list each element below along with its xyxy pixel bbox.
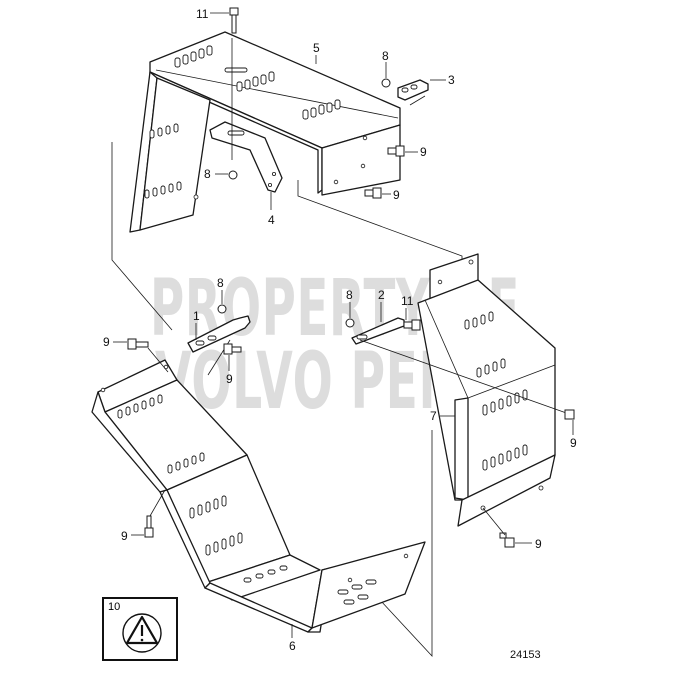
callout-8: 8 — [346, 288, 353, 302]
ventilation-slots — [464, 311, 528, 471]
callout-11: 11 — [196, 7, 209, 21]
bolt-11-right-mid — [403, 319, 421, 331]
bolt-9-right-upper — [387, 145, 405, 157]
callout-9: 9 — [226, 372, 233, 386]
bolt-9-right-lower — [364, 187, 382, 199]
symbol-box-number: 10 — [108, 601, 121, 613]
callout-9: 9 — [535, 537, 542, 551]
callout-9: 9 — [121, 529, 128, 543]
bolt-9-right-side — [564, 409, 575, 420]
warning-triangle-icon — [122, 613, 162, 653]
part-6-lower-cover — [91, 359, 426, 633]
figure-number: 24153 — [510, 649, 541, 661]
part-3-bracket — [397, 79, 429, 101]
nut-8-top-right — [381, 78, 391, 88]
callout-5: 5 — [313, 41, 320, 55]
callout-8: 8 — [217, 276, 224, 290]
warning-symbol-box: 10 — [102, 597, 178, 661]
callout-9: 9 — [420, 145, 427, 159]
callout-8: 8 — [382, 49, 389, 63]
nut-8-mid — [217, 304, 227, 314]
nut-8-left — [228, 170, 238, 180]
callout-4: 4 — [268, 213, 275, 227]
bolt-9-lower-left — [144, 515, 154, 538]
ventilation-slots — [117, 394, 377, 605]
ventilation-slots — [144, 45, 341, 199]
callout-7: 7 — [430, 409, 437, 423]
callout-9: 9 — [393, 188, 400, 202]
callout-2: 2 — [378, 288, 385, 302]
bolt-9-lower-right — [499, 532, 515, 548]
callout-9: 9 — [570, 436, 577, 450]
bolt-11-top — [229, 7, 239, 34]
callout-9: 9 — [103, 335, 110, 349]
part-5-upper-cover — [129, 31, 401, 233]
callout-11: 11 — [401, 294, 414, 308]
leader-lines — [113, 12, 574, 638]
bolt-9-center — [223, 343, 242, 355]
fasteners — [127, 7, 575, 548]
part-7-side-cover — [359, 253, 573, 527]
callout-6: 6 — [289, 639, 296, 653]
part-4-bracket — [209, 38, 283, 193]
callout-1: 1 — [193, 309, 200, 323]
callout-8: 8 — [204, 167, 211, 181]
nut-8-right-mid — [345, 318, 355, 328]
callout-3: 3 — [448, 73, 455, 87]
part-1-bracket — [187, 315, 251, 353]
bolt-9-left-mid — [127, 338, 149, 350]
